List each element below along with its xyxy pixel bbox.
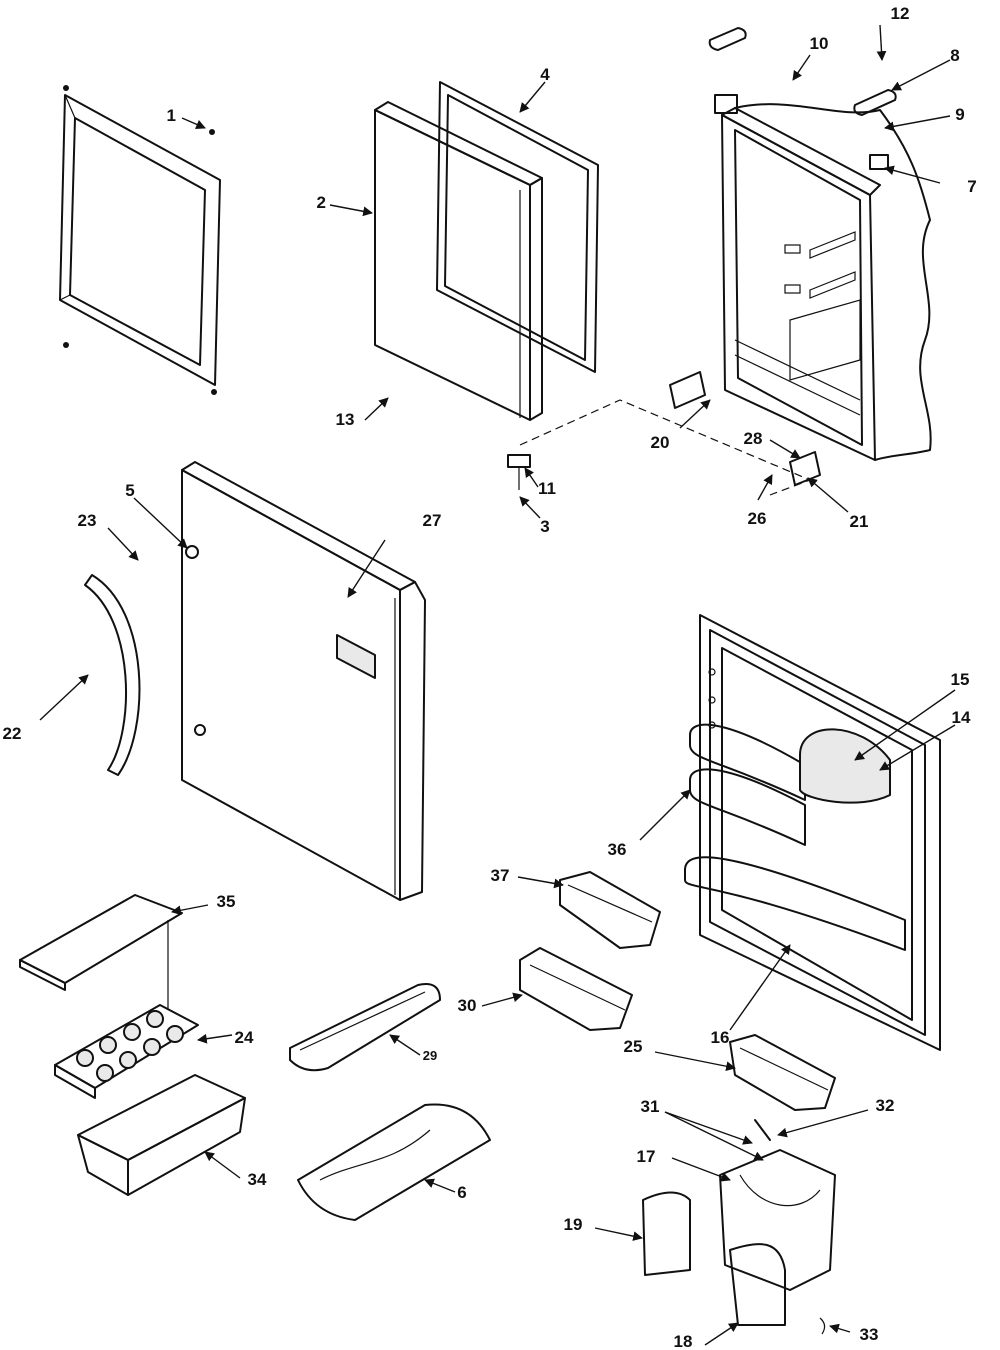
duct-assembly: [719, 1149, 836, 1291]
lower-hinge-brackets: [507, 371, 821, 490]
callout-30: 30: [458, 996, 477, 1015]
callout-34: 34: [248, 1170, 267, 1189]
small-door-bin: [559, 871, 661, 949]
door-bin-25: [729, 1034, 836, 1111]
tray-cover: [19, 894, 183, 1010]
callout-35: 35: [217, 892, 236, 911]
outer-door-frame: [59, 85, 221, 395]
callout-19: 19: [564, 1215, 583, 1234]
duct-cover: [642, 1191, 691, 1276]
callout-11: 11: [538, 479, 556, 498]
callout-22: 22: [3, 724, 22, 743]
callout-25: 25: [624, 1037, 643, 1056]
callout-4: 4: [540, 65, 550, 84]
callout-3: 3: [540, 517, 549, 536]
callout-18: 18: [674, 1332, 693, 1350]
duct-tube: [729, 1243, 786, 1326]
shelf-29: [289, 983, 441, 1072]
callout-10: 10: [810, 34, 829, 53]
freezer-door-panel: [374, 101, 543, 421]
spring-part: [754, 1119, 826, 1335]
callout-20: 20: [651, 433, 670, 452]
callout-29: 29: [423, 1048, 437, 1063]
callout-23: 23: [78, 511, 97, 530]
callout-27: 27: [423, 511, 442, 530]
alignment-dashed-line: [519, 399, 812, 496]
refrigerator-cabinet: [721, 103, 932, 461]
callout-32: 32: [876, 1096, 895, 1115]
callout-37: 37: [491, 866, 510, 885]
callout-14: 14: [952, 708, 971, 727]
callout-12: 12: [891, 4, 910, 23]
callout-21: 21: [850, 512, 869, 531]
callout-5: 5: [125, 481, 134, 500]
callout-1: 1: [167, 106, 176, 125]
storage-drawer: [77, 1074, 246, 1196]
callout-8: 8: [950, 46, 959, 65]
refrigerator-door-liner: [699, 614, 941, 1051]
callout-24: 24: [235, 1028, 254, 1047]
door-shelf-upper: [689, 723, 806, 846]
callout-2: 2: [317, 193, 326, 212]
callout-15: 15: [951, 670, 970, 689]
callout-17: 17: [637, 1147, 656, 1166]
callout-leaders: [39, 24, 956, 1346]
callout-33: 33: [860, 1325, 879, 1344]
callout-6: 6: [457, 1183, 466, 1202]
crisper-tray: [297, 1103, 491, 1221]
door-handle: [84, 574, 141, 776]
door-gasket: [436, 81, 599, 373]
callout-7: 7: [967, 177, 976, 196]
callout-36: 36: [608, 840, 627, 859]
callout-28: 28: [744, 429, 763, 448]
callout-31: 31: [641, 1097, 660, 1116]
callout-26: 26: [748, 509, 767, 528]
fresh-food-door: [181, 461, 426, 901]
dairy-compartment: [799, 728, 891, 804]
door-shelf-lower: [684, 856, 906, 951]
callout-13: 13: [336, 410, 355, 429]
egg-tray: [54, 1004, 199, 1099]
callout-numbers: 1 2 3 4 5 6 7 8 9 10 11 12 13 14 15 16 1…: [3, 4, 977, 1350]
callout-9: 9: [955, 105, 964, 124]
callout-16: 16: [711, 1028, 730, 1047]
top-hinge-cover: [708, 27, 897, 170]
door-bin-30: [519, 947, 633, 1031]
